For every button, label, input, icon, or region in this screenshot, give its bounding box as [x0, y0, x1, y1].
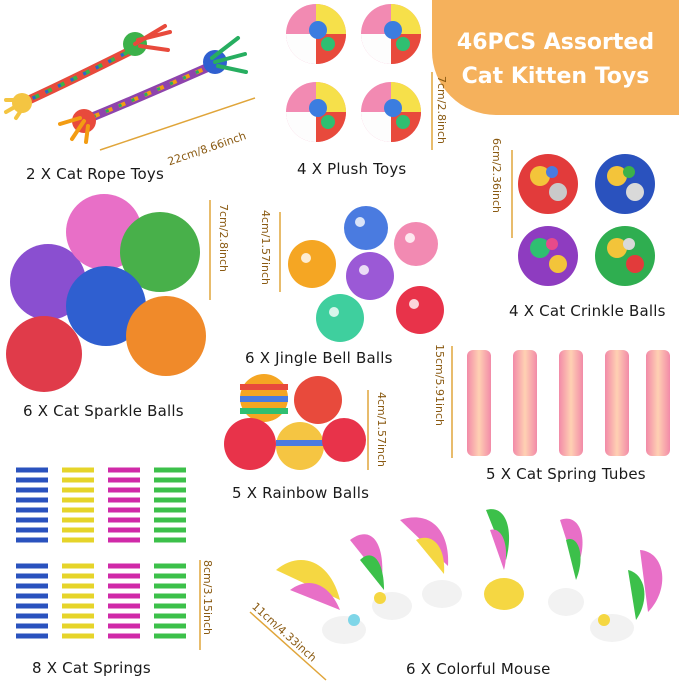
rainbow-ball-2 [294, 376, 342, 424]
sparkle-balls-graphic [6, 194, 211, 392]
mouse-2 [350, 534, 412, 620]
crinkle-ball-4 [595, 226, 655, 286]
spring-tube-3 [559, 350, 583, 456]
colorful-mouse-label: 6 X Colorful Mouse [406, 660, 551, 678]
plush-ball-2 [361, 4, 421, 64]
plush-ball-4 [361, 82, 421, 142]
plush-ball-1 [286, 4, 346, 64]
jingle-ball-red [396, 286, 444, 334]
plush-toys-label: 4 X Plush Toys [297, 160, 407, 178]
jingle-ball-pink [394, 222, 438, 266]
rope-toys-graphic [4, 24, 256, 151]
crinkle-balls-label: 4 X Cat Crinkle Balls [509, 302, 666, 320]
crinkle-balls-dimension: 6cm/2.36inch [490, 138, 503, 214]
rope-toys-label: 2 X Cat Rope Toys [26, 165, 164, 183]
headline-line-2: Cat Kitten Toys [461, 64, 650, 89]
jingle-ball-orange [288, 240, 336, 288]
rainbow-ball-1 [240, 374, 288, 422]
cat-springs-dimension: 8cm/3.15inch [201, 560, 214, 636]
rainbow-ball-3 [224, 418, 276, 470]
spring-tubes-label: 5 X Cat Spring Tubes [486, 465, 646, 483]
crinkle-ball-1 [518, 154, 578, 214]
spring-row-1 [16, 467, 186, 543]
rainbow-ball-5 [322, 418, 366, 462]
sparkle-balls-dimension: 7cm/2.8inch [217, 204, 230, 273]
jingle-balls-graphic [279, 206, 444, 342]
mouse-4 [484, 509, 524, 610]
sparkle-ball-orange [126, 296, 206, 376]
crinkle-balls-graphic [511, 150, 655, 286]
rainbow-balls-dimension: 4cm/1.57inch [375, 392, 388, 468]
jingle-ball-purple [346, 252, 394, 300]
sparkle-ball-green [120, 212, 200, 292]
spring-row-2 [16, 563, 186, 639]
jingle-ball-teal [316, 294, 364, 342]
headline-line-1: 46PCS Assorted [456, 30, 655, 55]
rainbow-ball-4 [276, 422, 324, 470]
rainbow-balls-label: 5 X Rainbow Balls [232, 484, 370, 502]
mouse-6 [590, 550, 663, 642]
rope-toy-1 [4, 24, 172, 120]
rainbow-balls-graphic [224, 374, 369, 470]
spring-tube-5 [646, 350, 670, 456]
sparkle-ball-blue [66, 266, 146, 346]
jingle-ball-blue [344, 206, 388, 250]
sparkle-balls-label: 6 X Cat Sparkle Balls [23, 402, 184, 420]
sparkle-ball-red [6, 316, 82, 392]
rope-toy-2 [58, 36, 248, 144]
spring-tube-1 [467, 350, 491, 456]
plush-toys-dimension: 7cm/2.8inch [435, 76, 448, 145]
mouse-5 [548, 518, 584, 616]
spring-tubes-dimension: 15cm/5.91inch [433, 344, 446, 427]
crinkle-ball-3 [518, 226, 578, 286]
mouse-1 [276, 560, 366, 644]
spring-tube-2 [513, 350, 537, 456]
crinkle-ball-2 [595, 154, 655, 214]
cat-springs-label: 8 X Cat Springs [32, 659, 151, 677]
spring-tube-4 [605, 350, 629, 456]
plush-ball-3 [286, 82, 346, 142]
jingle-balls-label: 6 X Jingle Bell Balls [245, 349, 393, 367]
mouse-3 [400, 517, 462, 608]
plush-toys-graphic [286, 4, 433, 150]
colorful-mouse-graphic [249, 509, 663, 681]
cat-springs-graphic [16, 467, 201, 650]
headline-badge: 46PCS Assorted Cat Kitten Toys [432, 0, 679, 115]
jingle-balls-dimension: 4cm/1.57inch [259, 210, 272, 286]
spring-tubes-graphic [451, 346, 670, 458]
